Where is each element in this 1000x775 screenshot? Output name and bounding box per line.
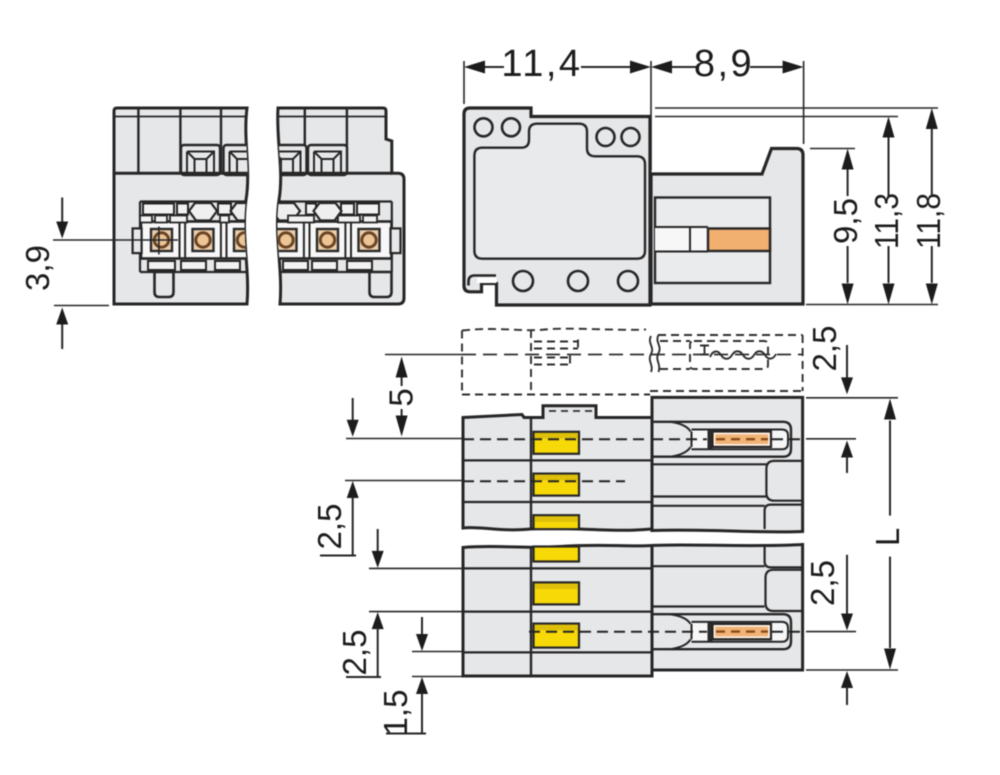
svg-text:2,5: 2,5 bbox=[336, 630, 373, 676]
svg-text:11,4: 11,4 bbox=[501, 43, 582, 85]
svg-text:11,8: 11,8 bbox=[910, 193, 947, 249]
svg-text:9,5: 9,5 bbox=[827, 198, 864, 244]
svg-text:5: 5 bbox=[383, 388, 420, 406]
svg-text:8,9: 8,9 bbox=[694, 43, 754, 85]
svg-text:2,5: 2,5 bbox=[804, 560, 841, 606]
svg-text:1,5: 1,5 bbox=[377, 690, 414, 736]
svg-text:3,9: 3,9 bbox=[19, 245, 56, 291]
svg-text:11,3: 11,3 bbox=[868, 193, 905, 249]
svg-text:2,5: 2,5 bbox=[311, 504, 348, 550]
svg-text:L: L bbox=[869, 528, 906, 546]
svg-text:2,5: 2,5 bbox=[806, 326, 843, 372]
